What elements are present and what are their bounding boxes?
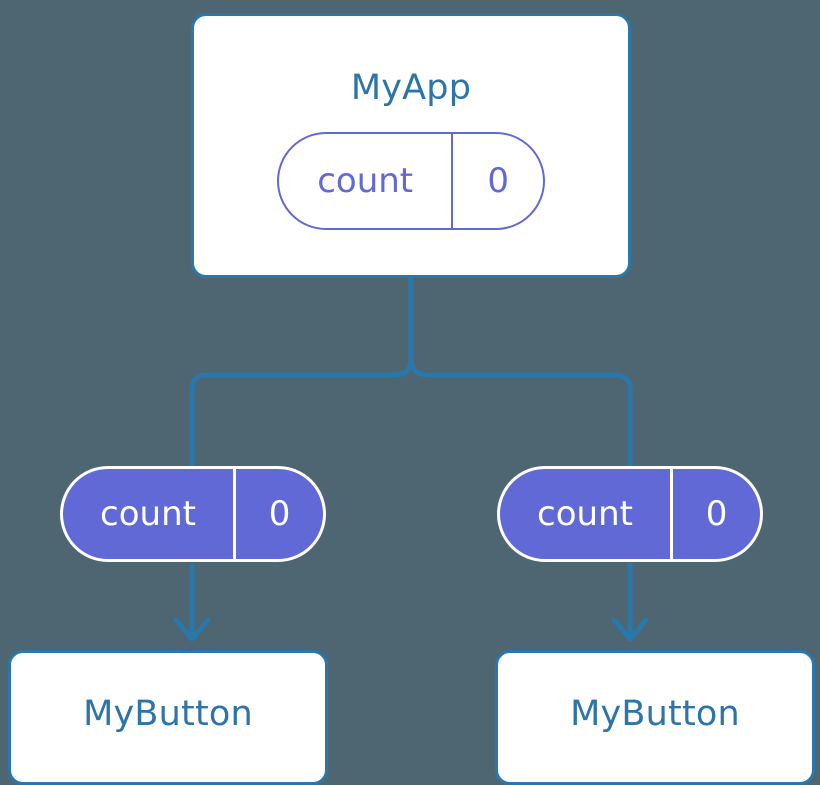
arrow-head-right-icon xyxy=(611,617,649,642)
prop-value: 0 xyxy=(233,469,323,559)
prop-key: count xyxy=(100,494,196,534)
state-key: count xyxy=(317,161,414,201)
component-node-mybutton-left[interactable]: MyButton xyxy=(8,650,328,785)
prop-pill-left[interactable]: count 0 xyxy=(60,466,326,562)
component-title: MyButton xyxy=(570,693,740,734)
connector-branch-right xyxy=(408,356,633,470)
component-title: MyApp xyxy=(350,68,472,108)
component-node-mybutton-right[interactable]: MyButton xyxy=(495,650,815,785)
component-title: MyButton xyxy=(83,693,253,734)
connector-branch-left xyxy=(189,356,414,470)
prop-pill-right[interactable]: count 0 xyxy=(497,466,763,562)
state-pill-myapp[interactable]: count 0 xyxy=(277,132,545,230)
state-value: 0 xyxy=(451,134,543,228)
arrow-head-left-icon xyxy=(173,617,211,642)
prop-key: count xyxy=(537,494,633,534)
prop-value: 0 xyxy=(670,469,760,559)
